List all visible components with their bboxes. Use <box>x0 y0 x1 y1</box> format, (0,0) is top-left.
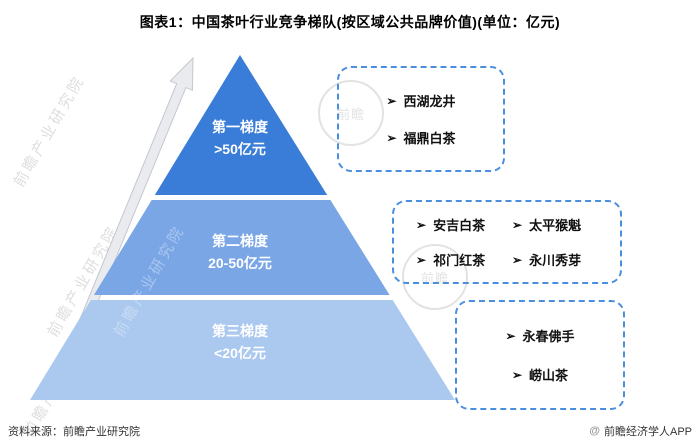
brand-item: ➢ 太平猴魁 <box>512 215 581 234</box>
brand-item: ➢ 永春佛手 <box>505 326 574 345</box>
tier1-label: 第一梯度 >50亿元 <box>160 116 320 160</box>
figure-title: 图表1：中国茶叶行业竞争梯队(按区域公共品牌价值)(单位：亿元) <box>139 14 561 30</box>
arrow-bullet-icon: ➢ <box>505 328 516 343</box>
brand-item: ➢ 永川秀芽 <box>512 250 581 269</box>
tier1-brand-box: ➢ 西湖龙井 ➢ 福鼎白茶 <box>337 66 505 172</box>
brand-item: ➢ 安吉白茶 <box>416 215 485 234</box>
tier1-name: 第一梯度 <box>212 119 268 135</box>
arrow-bullet-icon: ➢ <box>386 130 397 145</box>
credit-note: @ 前瞻经济学人APP <box>589 423 692 439</box>
arrow-bullet-icon: ➢ <box>416 252 427 267</box>
brand-item: ➢ 西湖龙井 <box>386 91 455 110</box>
tier3-label: 第三梯度 <20亿元 <box>160 320 320 364</box>
tier2-name: 第二梯度 <box>212 233 268 249</box>
arrow-bullet-icon: ➢ <box>512 252 523 267</box>
brand-name: 永川秀芽 <box>529 253 582 268</box>
source-note: 资料来源：前瞻产业研究院 <box>8 426 140 438</box>
tier3-name: 第三梯度 <box>212 323 268 339</box>
arrow-bullet-icon: ➢ <box>512 217 523 232</box>
tier3-brand-box: ➢ 永春佛手 ➢ 崂山茶 <box>455 300 625 410</box>
tier1-range: >50亿元 <box>214 141 266 157</box>
arrow-bullet-icon: ➢ <box>511 367 523 382</box>
brand-item: ➢ 福鼎白茶 <box>386 128 455 147</box>
credit-logo-icon: @ <box>589 425 600 437</box>
tier3-range: <20亿元 <box>214 345 266 361</box>
brand-name: 西湖龙井 <box>403 94 456 109</box>
brand-name: 祁门红茶 <box>433 253 486 268</box>
brand-item: ➢ 祁门红茶 <box>416 250 485 269</box>
pyramid-tier1-shape <box>154 55 328 195</box>
arrow-bullet-icon: ➢ <box>386 93 397 108</box>
pyramid-tier3-shape <box>30 300 455 400</box>
tier2-range: 20-50亿元 <box>208 255 272 271</box>
arrow-bullet-icon: ➢ <box>416 217 427 232</box>
credit-text: 前瞻经济学人APP <box>603 426 692 438</box>
brand-name: 福鼎白茶 <box>403 131 456 146</box>
brand-name: 太平猴魁 <box>529 218 582 233</box>
brand-name: 安吉白茶 <box>433 218 486 233</box>
brand-name: 永春佛手 <box>522 329 575 344</box>
brand-item: ➢ 崂山茶 <box>512 365 568 384</box>
brand-name: 崂山茶 <box>529 368 569 383</box>
tier2-label: 第二梯度 20-50亿元 <box>160 230 320 274</box>
tier2-brand-box: ➢ 安吉白茶 ➢ 太平猴魁 ➢ 祁门红茶 ➢ 永川秀芽 <box>392 200 622 284</box>
pyramid-tier2-shape <box>93 200 390 295</box>
